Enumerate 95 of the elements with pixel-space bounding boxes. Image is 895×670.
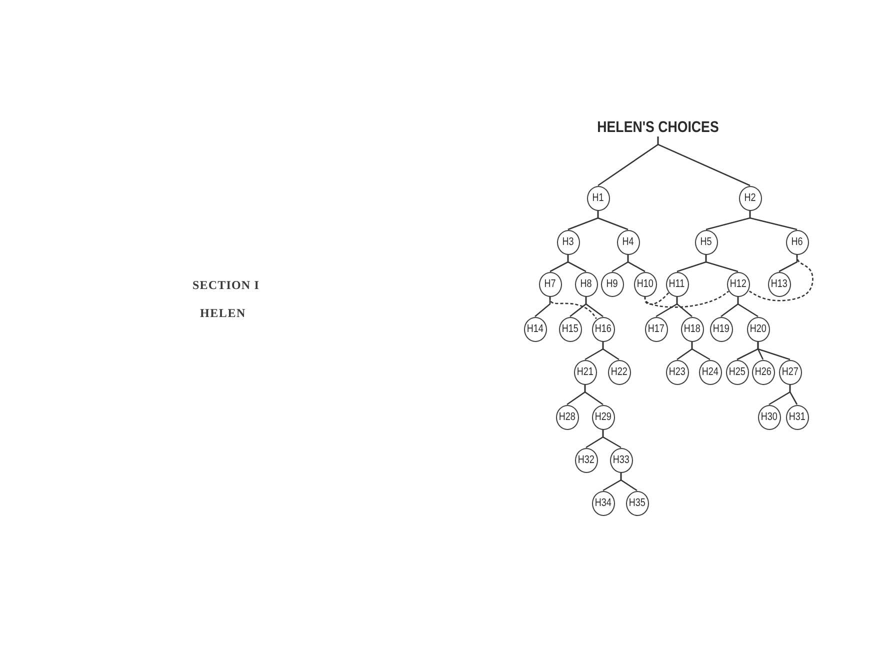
choice-label: H8 [580,278,592,290]
connector-line [778,254,798,272]
choice-circle [600,272,624,296]
choice-label: H25 [728,366,746,378]
choice-label: H32 [578,454,594,466]
connector-line [691,342,710,360]
section-name: HELEN [200,307,246,319]
choice-circle [556,230,580,254]
choice-label: H10 [636,278,654,290]
choice-label: H22 [610,366,628,378]
choice-circle [698,360,722,384]
connector-line [789,384,798,405]
choice-label: H23 [668,366,686,378]
choice-label: H33 [612,454,630,466]
choice-circle [592,316,614,342]
connector-line [657,136,750,186]
choice-label: H9 [606,278,618,290]
choice-circle [738,186,762,210]
choice-circle [608,360,630,384]
choice-circle [778,360,802,384]
choice-circle [786,230,808,254]
choice-label: H20 [750,324,766,334]
choice-label: H19 [712,324,730,334]
choice-circle [746,316,770,342]
choice-circle [666,272,688,296]
choice-label: H31 [788,412,806,422]
section-heading: SECTION I [192,279,260,291]
choice-label: H6 [791,236,803,248]
choice-circle [752,360,774,384]
choice-circle [626,490,648,516]
choice-circle [592,490,614,516]
choice-circle [574,272,598,296]
choice-circle [574,360,596,384]
choice-circle [726,272,750,296]
connector-line [627,254,646,272]
choice-circle [592,404,614,430]
choice-label: H16 [594,324,612,334]
connector-line [567,254,586,272]
choice-label: H17 [648,324,664,334]
connector-line [602,430,622,448]
choice-circle [634,272,656,296]
choice-label: H29 [594,412,612,422]
connector-line [676,296,692,317]
choice-circle [616,230,640,254]
choice-circle [644,316,668,342]
choice-label: H7 [544,278,556,290]
choice-label: H34 [594,498,612,508]
choice-label: H26 [754,366,772,378]
choice-circle [680,316,704,342]
choice-circle [538,272,562,296]
choice-label: H3 [562,236,574,248]
choice-circle [694,230,718,254]
connector-line [597,210,628,230]
choice-label: H5 [700,236,712,248]
choice-circle [556,404,578,430]
choice-circle [786,404,808,430]
choice-label: H18 [684,324,700,334]
choice-circle [758,404,780,430]
connector-line [584,384,604,406]
connector-line [757,342,790,360]
choice-label: H27 [782,366,798,378]
dashed-connector [644,290,730,308]
choice-circle [726,360,748,384]
choice-circle [666,360,688,384]
choice-label: H30 [760,412,778,422]
choice-label: H15 [562,324,578,334]
choice-label: H24 [702,366,718,378]
connector-line [534,296,551,317]
choice-circle [524,316,546,342]
choice-label: H4 [622,236,634,248]
tree-title: HELEN'S CHOICES [594,120,722,136]
connector-line [602,342,620,360]
choice-circle [574,448,598,472]
choice-label: H35 [628,498,646,508]
choice-label: H21 [576,366,594,378]
connector-line [749,210,798,230]
connector-line [620,472,638,492]
choice-circle [610,448,632,472]
choice-label: H1 [592,192,604,204]
choice-circle [768,272,790,296]
dashed-connector [644,292,670,305]
choice-circle [710,316,732,342]
choice-label: H2 [744,192,756,204]
choice-circle [586,186,610,210]
connector-line [705,254,738,272]
choice-label: H13 [770,278,788,290]
choice-label: H14 [526,324,544,334]
choice-label: H11 [669,278,685,290]
dashed-connector [549,296,597,320]
choice-label: H28 [558,412,576,422]
dashed-connector [748,254,814,302]
connector-line [585,296,604,318]
choice-label: H12 [730,278,746,290]
choice-circle [558,316,582,342]
connector-line [737,296,758,318]
